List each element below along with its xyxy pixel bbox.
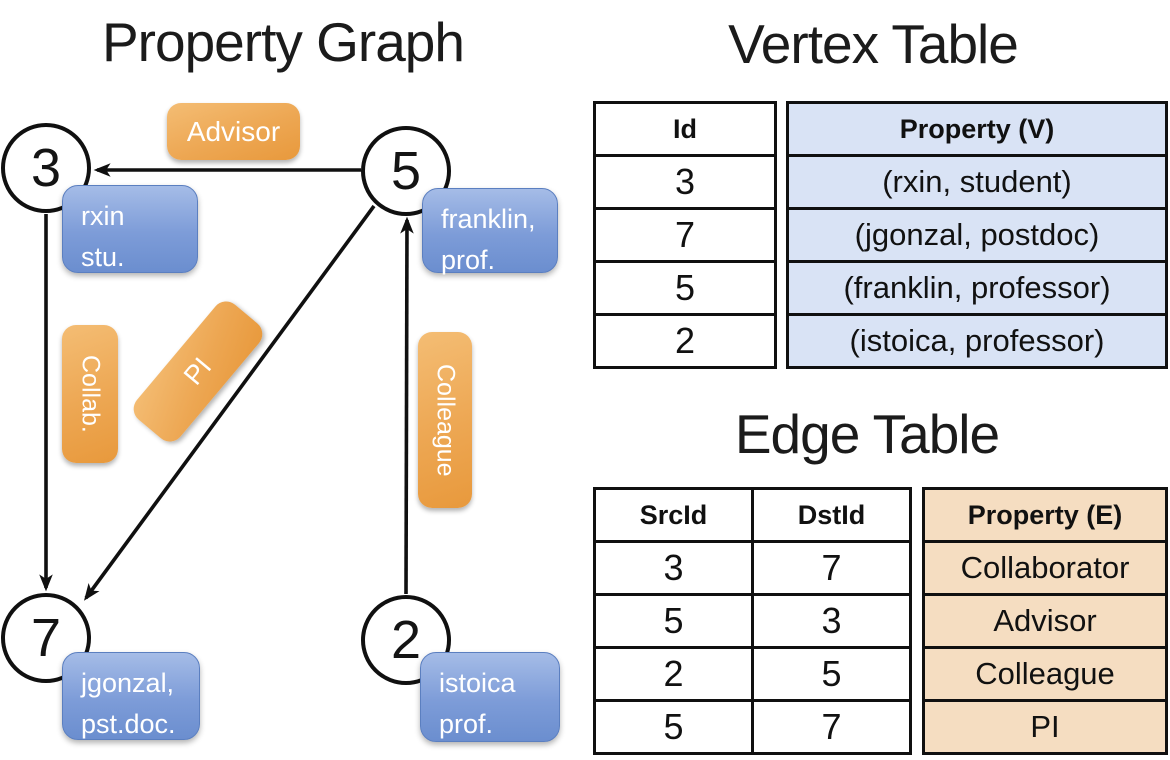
vertex-table-property-cell: (istoica, professor) xyxy=(789,313,1165,366)
graph-node-2: 2 xyxy=(361,595,451,685)
vertex-property-line: jgonzal, xyxy=(81,668,175,698)
edge-table-srcid-cell: 5 xyxy=(663,706,684,747)
edge-table-title: Edge Table xyxy=(734,403,1000,465)
edge-table-property-cell: Colleague xyxy=(925,646,1165,699)
edge-label-advisor: Advisor xyxy=(167,103,300,160)
graph-edges-layer xyxy=(39,163,414,601)
edge-table-srcid-cell: 5 xyxy=(663,600,684,641)
node-3-id: 3 xyxy=(30,138,62,198)
vertex-table-header-id: Id xyxy=(673,113,697,144)
graph-node-5: 5 xyxy=(361,126,451,216)
edge-table-dstid-cell: 3 xyxy=(751,596,909,646)
edge-arrow-5-to-7 xyxy=(83,204,376,601)
edge-table-srcid-cell: 2 xyxy=(663,653,684,694)
vertex-table-property-cell: (rxin, student) xyxy=(789,154,1165,207)
edge-table-property-column: Property (E) Collaborator Advisor Collea… xyxy=(922,487,1168,755)
vertex-table-id-cell: 5 xyxy=(596,260,774,313)
vertex-table-id-cell: 3 xyxy=(596,154,774,207)
vertex-property-line: franklin, xyxy=(441,204,536,234)
edge-label-text: Advisor xyxy=(186,115,281,147)
vertex-property-line: pst.doc. xyxy=(81,709,176,739)
edge-table-dstid-cell: 5 xyxy=(751,649,909,699)
edge-table-srcid-cell: 3 xyxy=(663,547,684,588)
property-graph-title: Property Graph xyxy=(101,11,465,73)
vertex-table-id-cell: 7 xyxy=(596,207,774,260)
edge-label-collab: Collab. xyxy=(62,325,118,463)
vertex-property-box-rxin: rxin stu. xyxy=(62,185,198,273)
vertex-property-box-franklin: franklin, prof. xyxy=(422,188,558,275)
node-7-id: 7 xyxy=(30,608,62,668)
vertex-table-property-cell: (jgonzal, postdoc) xyxy=(789,207,1165,260)
edge-label-text: PI xyxy=(177,351,218,391)
edge-table-header-srcid: SrcId xyxy=(639,499,708,530)
edge-label-colleague: Colleague xyxy=(418,332,472,508)
edge-table-header-property: Property (E) xyxy=(925,490,1165,540)
vertex-property-line: prof. xyxy=(441,245,496,275)
edge-table-dstid-cell: 7 xyxy=(751,543,909,593)
vertex-property-line: rxin xyxy=(81,201,125,231)
vertex-property-box-istoica: istoica prof. xyxy=(420,652,560,742)
edge-table-dstid-cell: 7 xyxy=(751,702,909,752)
vertex-table-id-column: Id 3 7 5 2 xyxy=(593,101,777,369)
vertex-table-property-column: Property (V) (rxin, student) (jgonzal, p… xyxy=(786,101,1168,369)
vertex-property-line: prof. xyxy=(439,709,494,739)
node-2-id: 2 xyxy=(390,610,422,670)
edge-arrow-2-to-5 xyxy=(400,216,414,595)
edge-table-property-cell: PI xyxy=(925,699,1165,752)
vertex-property-line: istoica xyxy=(439,668,516,698)
edge-table-property-cell: Advisor xyxy=(925,593,1165,646)
edge-table-id-columns: SrcId DstId 3 7 5 3 2 5 5 7 xyxy=(593,487,912,755)
vertex-property-box-jgonzal: jgonzal, pst.doc. xyxy=(62,652,200,740)
vertex-table-header-property: Property (V) xyxy=(789,104,1165,154)
node-5-id: 5 xyxy=(390,141,422,201)
edge-table-header-dstid: DstId xyxy=(751,490,909,540)
vertex-table-id-cell: 2 xyxy=(596,313,774,366)
vertex-table-title: Vertex Table xyxy=(728,13,1019,75)
vertex-table-property-cell: (franklin, professor) xyxy=(789,260,1165,313)
edge-table-property-cell: Collaborator xyxy=(925,540,1165,593)
edge-label-text: Collab. xyxy=(76,355,105,433)
edge-label-text: Colleague xyxy=(431,363,460,477)
vertex-property-line: stu. xyxy=(81,242,125,272)
